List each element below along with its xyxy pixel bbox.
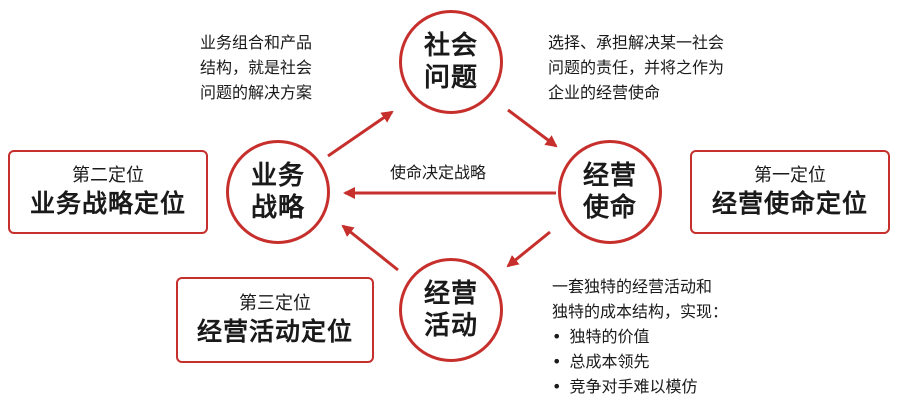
note-bullet-item: 独特的价值 (552, 324, 728, 349)
note-top-right: 选择、承担解决某一社会 问题的责任，并将之作为 企业的经营使命 (548, 30, 724, 105)
node-mission-line1: 经营 (582, 161, 637, 191)
node-social-line2: 问题 (423, 63, 478, 93)
note-bottom-right-line: 一套独特的经营活动和 (552, 277, 713, 296)
node-business-activity: 经营 活动 (399, 258, 503, 362)
note-bullet-item: 竞争对手难以模仿 (552, 374, 728, 399)
note-top-left-line: 结构，就是社会 (200, 58, 313, 77)
arrow-business-to-social (327, 110, 394, 158)
note-bullet-item: 总成本领先 (552, 349, 728, 374)
box-first-positioning: 第一定位 经营使命定位 (690, 150, 890, 234)
node-business-mission: 经营 使命 (558, 140, 662, 244)
note-top-left-line: 问题的解决方案 (200, 83, 313, 102)
note-top-right-line: 选择、承担解决某一社会 (548, 33, 725, 52)
note-top-left-line: 业务组合和产品 (200, 33, 313, 52)
note-top-left: 业务组合和产品 结构，就是社会 问题的解决方案 (200, 30, 312, 105)
box-third-small: 第三定位 (239, 293, 311, 314)
node-business-line1: 业务 (250, 161, 305, 191)
node-business-line2: 战略 (250, 193, 305, 223)
note-bottom-right-line: 独特的成本结构，实现： (552, 302, 729, 321)
arrow-mission-to-activity (506, 230, 551, 268)
note-bottom-right: 一套独特的经营活动和 独特的成本结构，实现： 独特的价值 总成本领先 竞争对手难… (552, 274, 728, 399)
node-mission-line2: 使命 (582, 193, 637, 223)
box-second-big: 业务战略定位 (29, 189, 186, 218)
box-first-small: 第一定位 (754, 165, 826, 186)
box-third-positioning: 第三定位 经营活动定位 (176, 277, 374, 363)
node-social-line1: 社会 (423, 31, 478, 61)
arrow-label-mission-decides-strategy: 使命决定战略 (390, 163, 487, 182)
arrow-social-to-mission (507, 108, 558, 148)
box-first-big: 经营使命定位 (711, 189, 868, 218)
node-social-problem: 社会 问题 (399, 10, 503, 114)
box-second-positioning: 第二定位 业务战略定位 (8, 150, 208, 234)
node-business-strategy: 业务 战略 (226, 140, 330, 244)
box-second-small: 第二定位 (72, 165, 144, 186)
arrow-activity-to-business (341, 224, 399, 272)
node-activity-line1: 经营 (423, 279, 478, 309)
box-third-big: 经营活动定位 (196, 317, 353, 346)
note-top-right-line: 问题的责任，并将之作为 (548, 58, 725, 77)
node-activity-line2: 活动 (423, 311, 478, 341)
note-top-right-line: 企业的经营使命 (548, 83, 661, 102)
